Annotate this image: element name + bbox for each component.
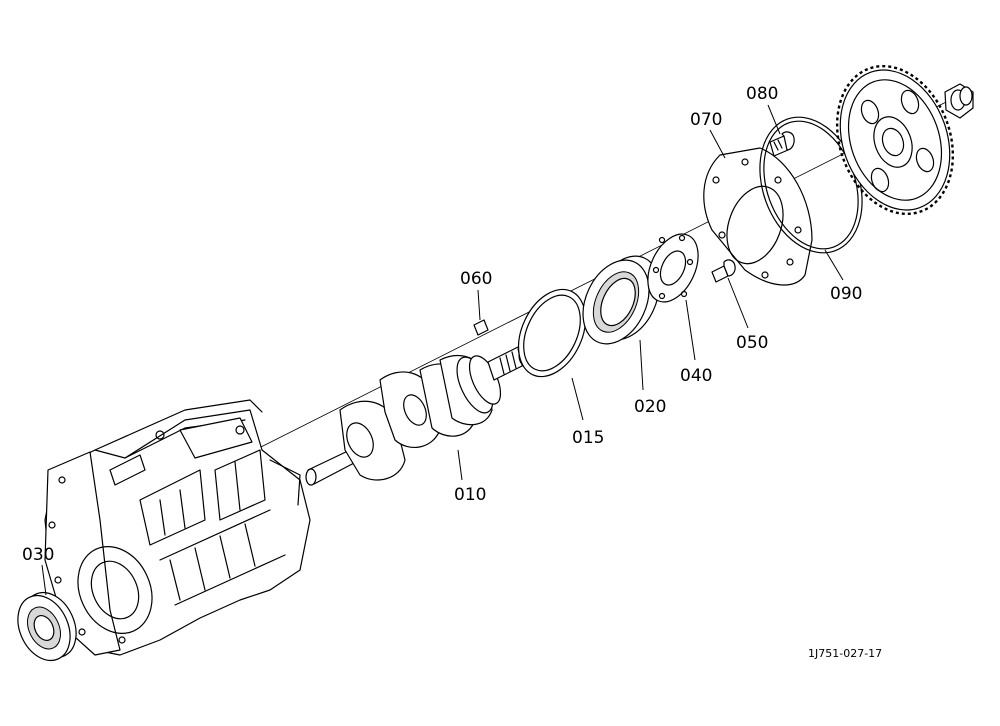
part-label-030: 030 xyxy=(22,545,54,565)
part-label-080: 080 xyxy=(746,84,778,104)
bearing-030 xyxy=(17,591,77,662)
part-label-090: 090 xyxy=(830,284,862,304)
part-label-070: 070 xyxy=(690,110,722,130)
leader-080 xyxy=(767,104,781,135)
seal-015 xyxy=(517,288,587,378)
part-label-020: 020 xyxy=(634,397,666,417)
leader-020 xyxy=(639,339,644,391)
leader-040 xyxy=(685,299,696,361)
part-label-050: 050 xyxy=(736,333,768,353)
leader-030 xyxy=(41,564,47,596)
gasket-plate-070 xyxy=(703,147,813,286)
leader-015 xyxy=(571,377,584,421)
key-060 xyxy=(473,289,489,336)
bolt-050 xyxy=(711,259,736,283)
nut xyxy=(944,83,974,119)
crankshaft-010 xyxy=(305,345,528,486)
leader-090 xyxy=(824,249,844,281)
bolt-080 xyxy=(769,131,795,157)
part-label-010: 010 xyxy=(454,485,486,505)
retainer-plate-040 xyxy=(647,233,699,303)
crankcase-housing xyxy=(44,399,311,656)
part-label-040: 040 xyxy=(680,366,712,386)
leader-010 xyxy=(457,449,463,481)
gear xyxy=(835,64,955,216)
leader-070 xyxy=(709,129,726,159)
part-label-015: 015 xyxy=(572,428,604,448)
part-label-060: 060 xyxy=(460,269,492,289)
leader-050 xyxy=(727,277,749,329)
drawing-code: 1J751-027-17 xyxy=(808,647,882,660)
bearing-housing-020 xyxy=(582,255,660,345)
